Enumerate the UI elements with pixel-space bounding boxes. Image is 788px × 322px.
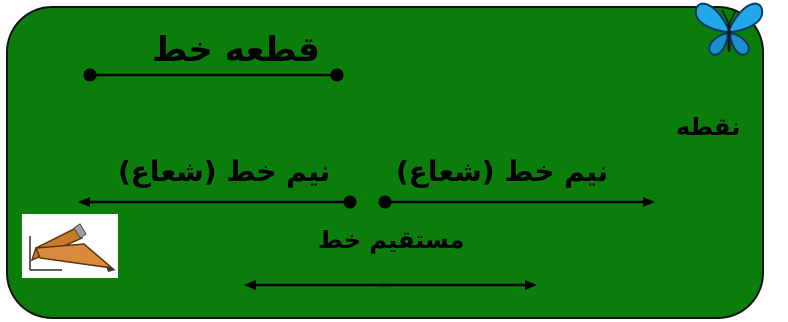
line-label: مستقیم خط [318,226,465,254]
point-label: نقطه [676,113,741,141]
segment-endpoint-left [83,68,97,82]
segment-endpoint-right [330,68,344,82]
ray-left-origin [343,195,357,209]
green-board [6,6,764,319]
segment-label: قطعه خط [152,30,320,70]
butterfly-icon [694,2,764,56]
ray-right-label: نیم خط (شعاع) [396,155,609,188]
ray-left-label: نیم خط (شعاع) [118,155,331,188]
pencil-icon [22,214,118,278]
ray-right-origin [378,195,392,209]
